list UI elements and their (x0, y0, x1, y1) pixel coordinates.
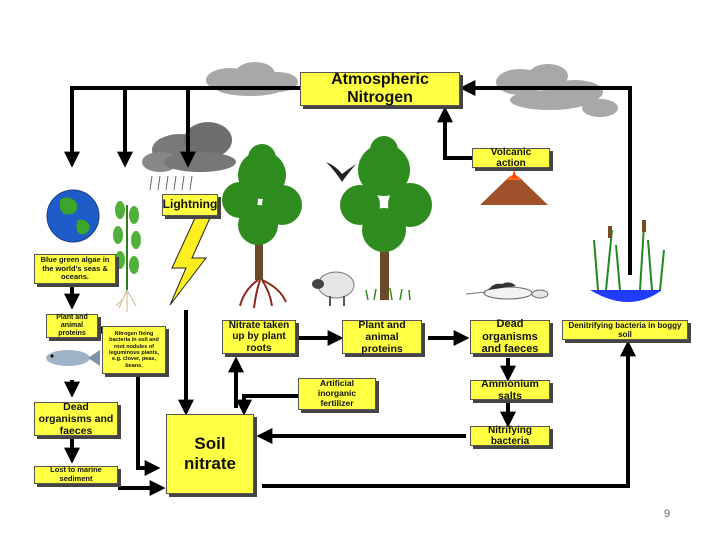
lightning-bolt-icon (169, 217, 211, 306)
dead-organisms-left-box: Dead organisms and faeces (34, 401, 118, 437)
cloud-icon (496, 64, 618, 117)
dead-organisms-right-box: Dead organisms and faeces (470, 318, 550, 355)
nitrogen-fixing-bacteria-box: Nitrogen fixing bacteria in soil and roo… (102, 326, 166, 374)
atmospheric-nitrogen-box: Atmospheric Nitrogen (300, 71, 460, 106)
plant-animal-proteins-small-box: Plant and animal proteins (46, 314, 98, 338)
tree-icon (222, 144, 302, 309)
ammonium-salts-box: Ammonium salts (470, 378, 550, 402)
clover-plant-icon (113, 201, 141, 312)
page-number: 9 (664, 508, 671, 520)
lightning-box: Lightning (162, 194, 218, 216)
lost-marine-sediment-box: Lost to marine sediment (34, 466, 118, 484)
grass-icon (365, 287, 411, 301)
fish-icon (46, 350, 100, 366)
dead-animal-icon (465, 282, 549, 300)
sheep-icon (312, 271, 355, 306)
nitrate-taken-up-box: Nitrate taken up by plant roots (222, 320, 296, 354)
tree-icon (340, 136, 432, 300)
artificial-fertilizer-box: Artificial inorganic fertilizer (298, 378, 376, 410)
bird-icon (326, 162, 356, 182)
volcano-icon (480, 170, 548, 205)
soil-nitrate-box: Soil nitrate (166, 414, 254, 494)
denitrifying-bacteria-box: Denitrifying bacteria in boggy soil (562, 320, 688, 340)
cloud-icon (206, 62, 298, 96)
pond-icon (590, 220, 665, 302)
plant-animal-proteins-box: Plant and animal proteins (342, 319, 422, 355)
globe-icon (46, 189, 100, 243)
arrows (64, 80, 636, 496)
nitrifying-bacteria-box: Nitrifying bacteria (470, 425, 550, 447)
blue-green-algae-box: Blue green algae in the world's seas & o… (34, 254, 116, 284)
volcanic-action-box: Volcanic action (472, 147, 550, 169)
